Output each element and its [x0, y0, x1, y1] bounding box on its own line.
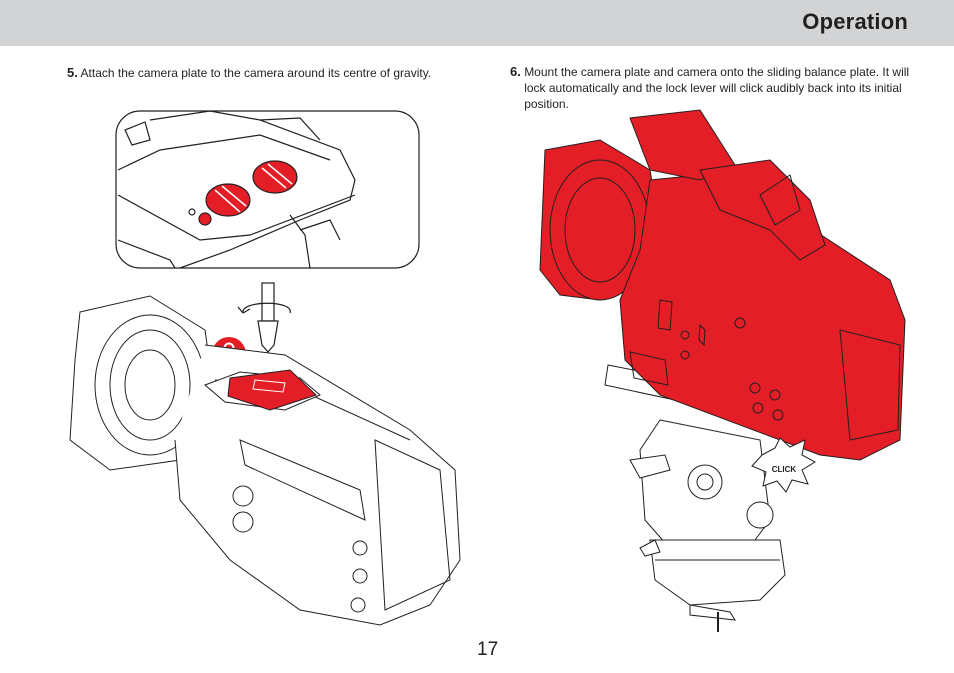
camera-with-plate-drawing	[69, 295, 461, 626]
step-number: 6.	[510, 64, 521, 79]
step-number: 5.	[67, 65, 78, 80]
page-title: Operation	[802, 9, 908, 34]
page-number: 17	[477, 639, 499, 660]
camera-red-drawing	[539, 109, 906, 461]
step-5: 5. Attach the camera plate to the camera…	[67, 65, 487, 81]
plate-detail-inset	[115, 110, 420, 269]
click-label: CLICK	[772, 465, 797, 474]
screwdriver-icon	[237, 282, 291, 353]
step-6: 6. Mount the camera plate and camera ont…	[510, 64, 930, 112]
step-text: Mount the camera plate and camera onto t…	[524, 65, 910, 111]
page-header: Operation	[0, 0, 954, 46]
step-text: Attach the camera plate to the camera ar…	[80, 66, 432, 80]
click-burst: CLICK	[751, 437, 817, 493]
